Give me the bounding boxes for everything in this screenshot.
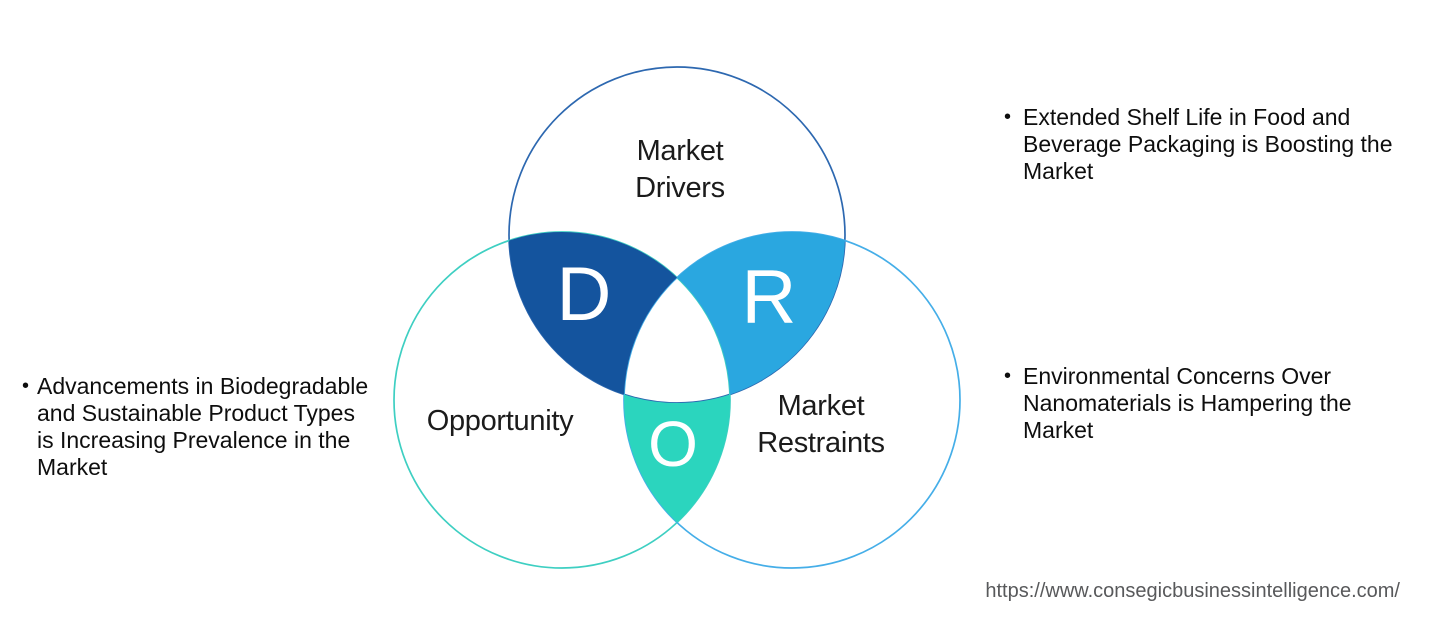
drivers-label-line2: Drivers xyxy=(635,172,725,204)
restraints-intersection-region xyxy=(677,231,845,395)
bullet-restraint-note: • Environmental Concerns Over Nanomateri… xyxy=(1004,363,1424,444)
bullet-right-top-line3: Market xyxy=(1023,158,1094,184)
bullet-opportunity-note: • Advancements in Biodegradable and Sust… xyxy=(22,373,392,481)
source-url: https://www.consegicbusinessintelligence… xyxy=(985,580,1400,602)
letter-o: O xyxy=(648,408,698,480)
letter-d: D xyxy=(556,251,612,337)
opportunity-label-line1: Opportunity xyxy=(426,405,574,437)
bullet-dot-icon: • xyxy=(1004,106,1012,128)
bullet-right-top-line2: Beverage Packaging is Boosting the xyxy=(1023,131,1393,157)
bullet-left-line4: Market xyxy=(37,454,108,480)
restraints-circle-label: Market Restraints xyxy=(711,388,931,462)
bullet-right-bottom-line3: Market xyxy=(1023,417,1094,443)
restraints-label-line2: Restraints xyxy=(757,427,885,459)
bullet-right-top-line1: Extended Shelf Life in Food and xyxy=(1023,104,1351,130)
opportunity-circle-label: Opportunity xyxy=(380,403,620,440)
bullet-right-bottom-line1: Environmental Concerns Over xyxy=(1023,363,1332,389)
bullet-dot-icon: • xyxy=(22,375,30,397)
bullet-left-line1: Advancements in Biodegradable xyxy=(37,373,369,399)
bullet-left-line2: and Sustainable Product Types xyxy=(37,400,355,426)
drivers-circle-outline xyxy=(508,66,846,404)
restraints-label-line1: Market xyxy=(777,390,865,422)
bullet-left-line3: is Increasing Prevalence in the xyxy=(37,427,351,453)
drivers-label-line1: Market xyxy=(636,135,724,167)
drivers-intersection-region xyxy=(509,231,677,395)
bullet-driver-note: • Extended Shelf Life in Food and Bevera… xyxy=(1004,104,1424,185)
letter-r: R xyxy=(741,254,797,340)
bullet-right-bottom-line2: Nanomaterials is Hampering the xyxy=(1023,390,1352,416)
opportunity-intersection-region xyxy=(624,394,730,523)
drivers-circle-label: Market Drivers xyxy=(570,133,790,207)
bullet-dot-icon: • xyxy=(1004,365,1012,387)
